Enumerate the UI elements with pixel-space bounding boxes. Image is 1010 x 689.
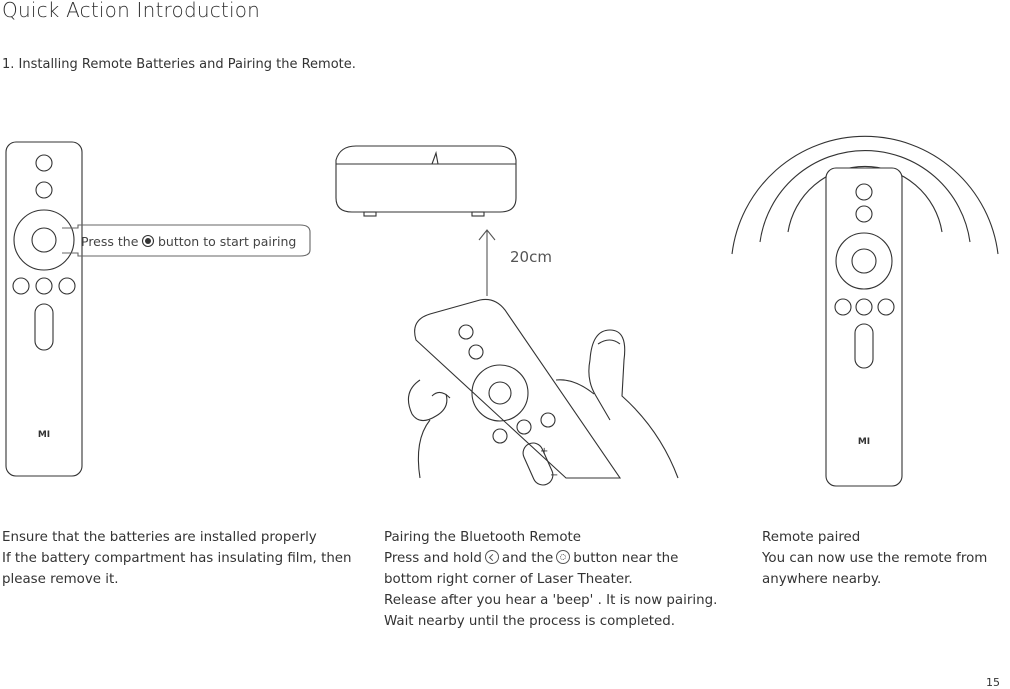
remote-dpad <box>13 209 75 271</box>
svg-text:+: + <box>540 446 548 457</box>
pairing-callout: Press the button to start pairing <box>62 224 311 257</box>
remote-dpad <box>471 364 529 422</box>
home-icon <box>516 419 532 435</box>
home-icon <box>556 550 571 564</box>
page-title: Quick Action Introduction <box>2 0 261 22</box>
step-text: Press and hold <box>384 551 482 566</box>
callout-prefix: Press the <box>81 234 139 249</box>
remote-logo: MI <box>38 430 50 440</box>
distance-indicator: 20cm <box>478 229 552 296</box>
remote-logo: MI <box>858 437 870 447</box>
step-body: Release after you hear a 'beep' . It is … <box>384 593 718 608</box>
section-heading: 1. Installing Remote Batteries and Pairi… <box>2 57 356 72</box>
remote-volume-rocker <box>34 303 54 351</box>
distance-label: 20cm <box>510 248 552 266</box>
step-text: and the <box>501 551 554 566</box>
back-icon <box>492 428 508 444</box>
step-paired: Remote paired You can now use the remote… <box>762 527 1007 590</box>
step-heading: Remote paired <box>762 530 861 545</box>
tv-box <box>335 145 517 217</box>
step-batteries: Ensure that the batteries are installed … <box>2 527 352 590</box>
remote-center-button <box>31 227 57 253</box>
back-icon <box>484 550 499 564</box>
remote-power-button <box>35 154 53 172</box>
step-body: You can now use the remote from anywhere… <box>762 551 988 587</box>
step-body: Wait nearby until the process is complet… <box>384 614 676 629</box>
remote-left: MI <box>5 141 83 477</box>
remote-right: MI <box>731 135 999 487</box>
step-text: button near the bottom right corner of L… <box>384 551 679 587</box>
remote-volume-rocker <box>522 442 554 486</box>
callout-suffix: button to start pairing <box>158 234 296 249</box>
step-body: If the battery compartment has insulatin… <box>2 551 352 587</box>
remote-voice-button <box>35 181 53 199</box>
center-button-icon <box>141 234 155 248</box>
step-pairing: Pairing the Bluetooth Remote Press and h… <box>384 527 729 632</box>
hand-with-remote: + − <box>407 298 679 486</box>
remote-voice-button <box>468 344 484 360</box>
step-heading: Ensure that the batteries are installed … <box>2 530 317 545</box>
svg-text:−: − <box>550 470 558 481</box>
remote-power-button <box>458 324 474 340</box>
step-heading: Pairing the Bluetooth Remote <box>384 530 582 545</box>
page-number: 15 <box>986 676 1000 689</box>
pairing-illustration: MI Press the button to start pairing 20c… <box>5 135 999 487</box>
